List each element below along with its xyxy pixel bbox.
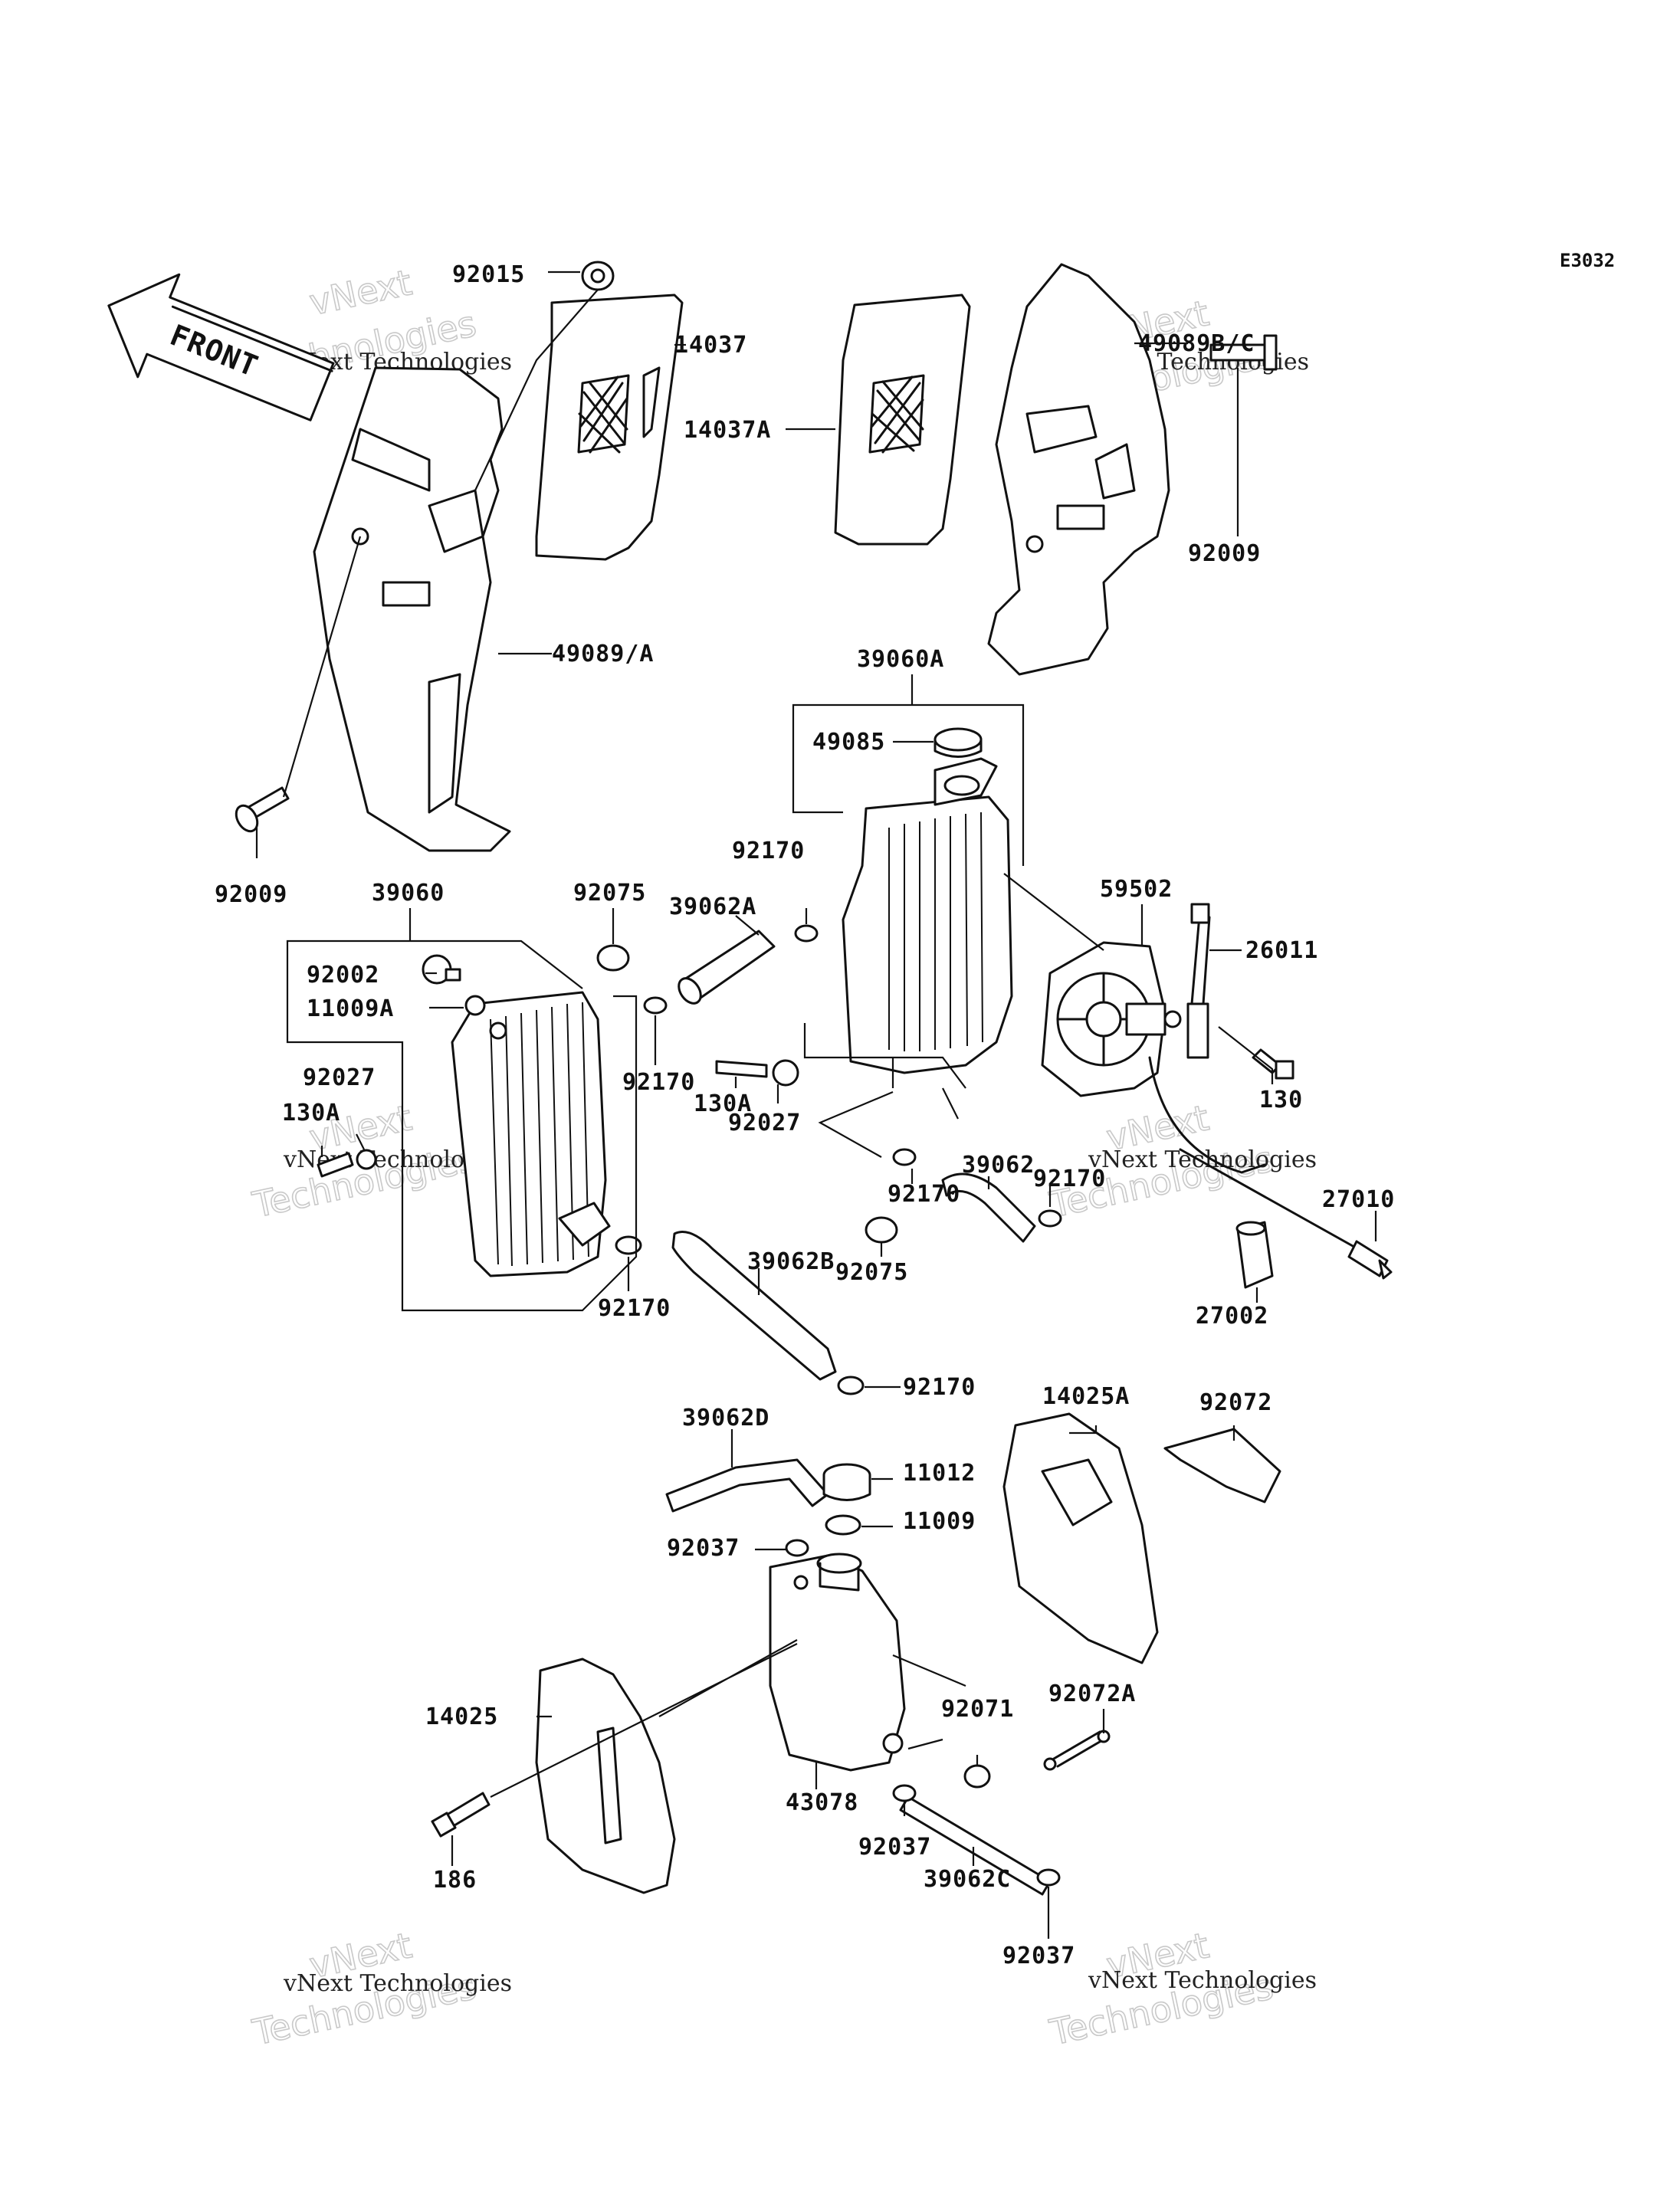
watermark-company: vNext Technologies xyxy=(1088,1967,1317,1994)
front-arrow-icon: FRONT xyxy=(107,273,335,421)
part-labels: 92015 14037 14037A 49089B/C 92009 49089/… xyxy=(215,261,1395,1969)
watermark-company: vNext Technologies xyxy=(1088,1146,1317,1173)
drain-bolt-92002-icon xyxy=(422,954,486,1016)
wire-clip-92072A xyxy=(1043,1730,1111,1771)
diagram-code: E3032 xyxy=(1560,250,1615,271)
hose-39062B xyxy=(671,1231,837,1381)
nut-92015-icon xyxy=(581,261,615,291)
part-label-p14: 26011 xyxy=(1245,937,1318,964)
reservoir-band-92072 xyxy=(1163,1428,1281,1503)
part-label-p29: 27002 xyxy=(1196,1303,1268,1330)
part-label-p12: 39062A xyxy=(669,894,756,920)
part-label-p7: 39060A xyxy=(857,646,944,673)
part-label-p42: 186 xyxy=(433,1867,477,1894)
part-label-p6: 92009 xyxy=(215,881,287,908)
part-label-p35: 11012 xyxy=(903,1460,976,1487)
part-label-p37: 92037 xyxy=(667,1535,740,1562)
reservoir-cap-11012-icon xyxy=(822,1463,871,1501)
part-label-p30: 92170 xyxy=(598,1295,671,1322)
bolt-186-icon xyxy=(431,1792,491,1838)
part-label-p8: 49085 xyxy=(812,729,885,756)
part-label-p15: 92002 xyxy=(307,962,379,989)
fan-lead-26011 xyxy=(1186,903,1211,1059)
hose-39062C xyxy=(899,1795,1052,1896)
grommets-92075 xyxy=(596,944,898,1244)
part-label-p43: 92037 xyxy=(858,1834,931,1861)
part-label-p13: 59502 xyxy=(1100,876,1173,903)
part-label-p20: 92027 xyxy=(303,1064,376,1091)
grommet-92071-icon xyxy=(963,1764,991,1789)
part-label-p19: 130A xyxy=(282,1100,340,1126)
left-radiator-grille xyxy=(535,293,684,561)
bolt-92009-right-icon xyxy=(1209,334,1278,371)
watermark-company: vNext Technologies xyxy=(283,1970,512,1997)
part-label-p2: 14037A xyxy=(684,417,771,444)
part-label-p34: 92072 xyxy=(1199,1389,1272,1416)
reservoir-tank-43078 xyxy=(769,1553,906,1772)
part-label-p26: 27010 xyxy=(1322,1186,1395,1213)
cooling-fan-59502 xyxy=(1041,941,1266,1174)
part-label-p17: 92170 xyxy=(622,1069,695,1096)
hose-39062 xyxy=(941,1172,1036,1243)
part-label-p25: 92170 xyxy=(888,1181,960,1208)
part-label-p41: 43078 xyxy=(786,1789,858,1816)
part-label-p11: 92170 xyxy=(732,838,805,864)
cap-washer-11009-icon xyxy=(825,1514,861,1536)
part-label-p18: 130 xyxy=(1259,1087,1303,1113)
part-label-p33: 14025A xyxy=(1042,1383,1130,1410)
watermark-word-top: vNext xyxy=(306,261,415,323)
part-label-p45: 92037 xyxy=(1002,1943,1075,1969)
part-label-p27: 92075 xyxy=(835,1259,908,1286)
reservoir-cover-14025A xyxy=(1002,1412,1159,1664)
part-label-p16: 11009A xyxy=(307,995,394,1022)
part-label-p1: 14037 xyxy=(674,332,747,359)
hose-39062D xyxy=(665,1458,829,1513)
right-radiator-shroud xyxy=(987,263,1170,676)
joint-27002-icon xyxy=(1235,1221,1274,1289)
part-label-p39: 92071 xyxy=(941,1696,1014,1723)
part-label-p32: 39062D xyxy=(682,1405,769,1431)
part-label-p23: 39062 xyxy=(962,1152,1035,1179)
clamps-92170 xyxy=(615,924,1062,1395)
bolt-92009-left-icon xyxy=(235,786,290,833)
part-label-p22: 92027 xyxy=(728,1110,801,1136)
part-label-p44: 39062C xyxy=(924,1866,1011,1893)
hose-39062A xyxy=(678,930,776,1005)
part-label-p9: 39060 xyxy=(372,880,445,907)
part-label-p3: 49089B/C xyxy=(1138,330,1255,357)
left-radiator-39060 xyxy=(451,991,611,1277)
part-label-p4: 92009 xyxy=(1188,540,1261,567)
reservoir-guard-14025 xyxy=(535,1658,676,1894)
thermo-switch-27010-icon xyxy=(1179,1148,1393,1280)
part-label-p28: 39062B xyxy=(747,1248,835,1275)
part-label-p31: 92170 xyxy=(903,1374,976,1401)
part-label-p36: 11009 xyxy=(903,1508,976,1535)
radiator-cap-49085-icon xyxy=(934,727,983,758)
left-radiator-shroud xyxy=(313,366,511,852)
part-label-p40: 92072A xyxy=(1048,1681,1136,1707)
bolts-130A xyxy=(317,1059,799,1178)
leader-lines xyxy=(255,271,1377,1939)
part-label-p0: 92015 xyxy=(452,261,525,288)
part-label-p38: 14025 xyxy=(425,1703,498,1730)
part-label-p5: 49089/A xyxy=(552,641,654,667)
part-label-p21: 130A xyxy=(694,1090,752,1117)
clips-92037 xyxy=(785,1539,1061,1887)
right-radiator-39060A xyxy=(842,757,1013,1074)
part-label-p10: 92075 xyxy=(573,880,646,907)
part-label-p24: 92170 xyxy=(1033,1166,1106,1192)
right-radiator-grille xyxy=(834,293,971,546)
